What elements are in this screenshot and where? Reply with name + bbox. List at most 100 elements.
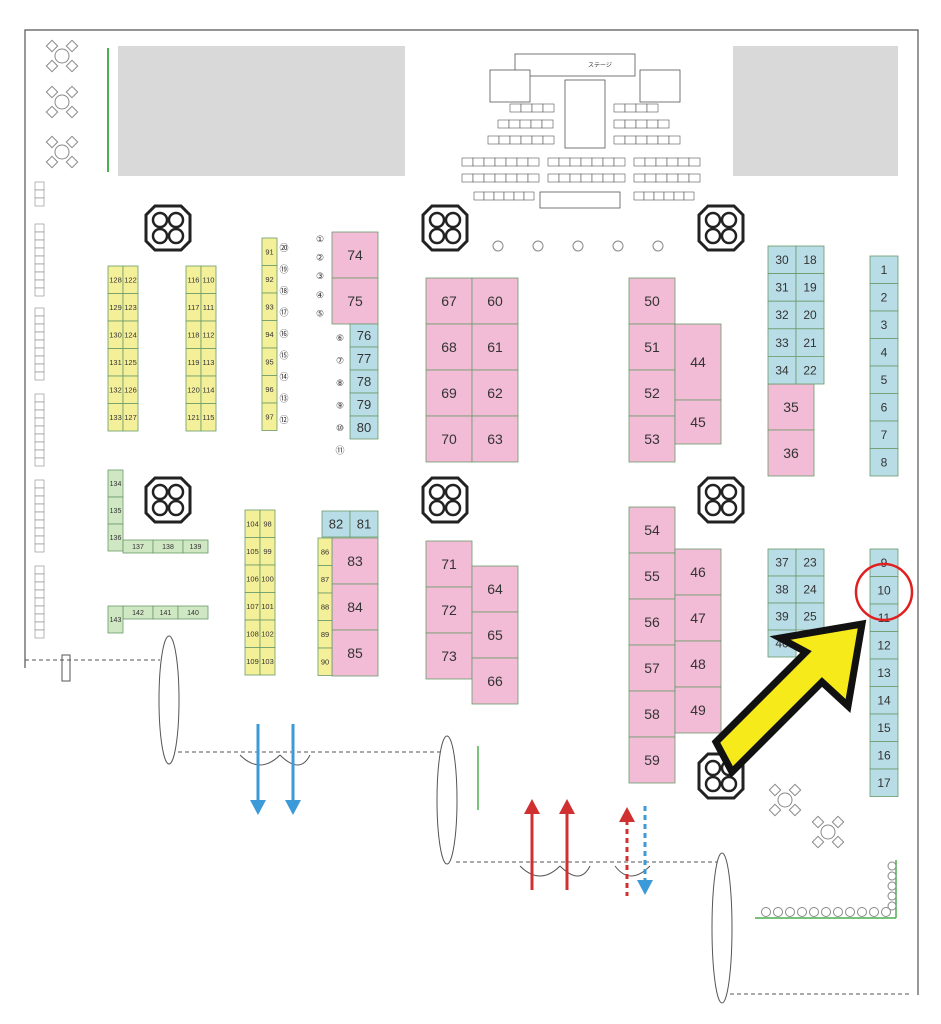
- booth-97[interactable]: 97: [261, 402, 278, 431]
- booth-139[interactable]: 139: [182, 539, 209, 554]
- booth-16[interactable]: 16: [869, 741, 899, 770]
- booth-59[interactable]: 59: [628, 736, 676, 784]
- booth-94[interactable]: 94: [261, 320, 278, 349]
- booth-82[interactable]: 82: [321, 510, 351, 538]
- booth-115[interactable]: 115: [200, 403, 217, 432]
- booth-129[interactable]: 129: [107, 293, 124, 322]
- booth-78[interactable]: 78: [349, 369, 379, 394]
- booth-132[interactable]: 132: [107, 375, 124, 404]
- booth-110[interactable]: 110: [200, 265, 217, 294]
- booth-77[interactable]: 77: [349, 346, 379, 371]
- booth-5[interactable]: 5: [869, 365, 899, 394]
- booth-106[interactable]: 106: [244, 564, 261, 593]
- booth-24[interactable]: 24: [795, 575, 825, 604]
- booth-102[interactable]: 102: [259, 619, 276, 648]
- booth-62[interactable]: 62: [471, 369, 519, 417]
- booth-74[interactable]: 74: [331, 231, 379, 279]
- booth-35[interactable]: 35: [767, 383, 815, 431]
- booth-113[interactable]: 113: [200, 348, 217, 377]
- booth-33[interactable]: 33: [767, 328, 797, 357]
- booth-76[interactable]: 76: [349, 323, 379, 348]
- booth-124[interactable]: 124: [122, 320, 139, 349]
- booth-38[interactable]: 38: [767, 575, 797, 604]
- booth-58[interactable]: 58: [628, 690, 676, 738]
- booth-108[interactable]: 108: [244, 619, 261, 648]
- booth-104[interactable]: 104: [244, 509, 261, 538]
- booth-8[interactable]: 8: [869, 448, 899, 477]
- booth-114[interactable]: 114: [200, 375, 217, 404]
- booth-118[interactable]: 118: [185, 320, 202, 349]
- booth-125[interactable]: 125: [122, 348, 139, 377]
- booth-140[interactable]: 140: [177, 605, 209, 620]
- booth-121[interactable]: 121: [185, 403, 202, 432]
- booth-44[interactable]: 44: [674, 323, 722, 401]
- booth-31[interactable]: 31: [767, 273, 797, 302]
- booth-84[interactable]: 84: [331, 583, 379, 631]
- booth-117[interactable]: 117: [185, 293, 202, 322]
- booth-122[interactable]: 122: [122, 265, 139, 294]
- booth-64[interactable]: 64: [471, 565, 519, 613]
- booth-92[interactable]: 92: [261, 265, 278, 294]
- booth-47[interactable]: 47: [674, 594, 722, 642]
- booth-57[interactable]: 57: [628, 644, 676, 692]
- booth-23[interactable]: 23: [795, 548, 825, 577]
- booth-134[interactable]: 134: [107, 469, 124, 498]
- booth-66[interactable]: 66: [471, 657, 519, 705]
- booth-137[interactable]: 137: [122, 539, 154, 554]
- booth-48[interactable]: 48: [674, 640, 722, 688]
- booth-79[interactable]: 79: [349, 392, 379, 417]
- booth-80[interactable]: 80: [349, 415, 379, 440]
- booth-85[interactable]: 85: [331, 629, 379, 677]
- booth-131[interactable]: 131: [107, 348, 124, 377]
- booth-6[interactable]: 6: [869, 393, 899, 422]
- booth-32[interactable]: 32: [767, 300, 797, 330]
- booth-53[interactable]: 53: [628, 415, 676, 463]
- booth-21[interactable]: 21: [795, 328, 825, 357]
- booth-143[interactable]: 143: [107, 605, 124, 634]
- booth-19[interactable]: 19: [795, 273, 825, 302]
- booth-128[interactable]: 128: [107, 265, 124, 294]
- booth-90[interactable]: 90: [317, 647, 333, 676]
- booth-116[interactable]: 116: [185, 265, 202, 294]
- booth-25[interactable]: 25: [795, 602, 825, 631]
- booth-13[interactable]: 13: [869, 658, 899, 687]
- booth-14[interactable]: 14: [869, 686, 899, 715]
- booth-99[interactable]: 99: [259, 537, 276, 566]
- booth-52[interactable]: 52: [628, 369, 676, 417]
- booth-81[interactable]: 81: [349, 510, 379, 538]
- booth-1[interactable]: 1: [869, 255, 899, 284]
- booth-3[interactable]: 3: [869, 310, 899, 339]
- booth-123[interactable]: 123: [122, 293, 139, 322]
- booth-89[interactable]: 89: [317, 620, 333, 649]
- booth-54[interactable]: 54: [628, 506, 676, 554]
- booth-71[interactable]: 71: [425, 540, 473, 588]
- booth-87[interactable]: 87: [317, 565, 333, 594]
- booth-127[interactable]: 127: [122, 403, 139, 432]
- booth-133[interactable]: 133: [107, 403, 124, 432]
- booth-69[interactable]: 69: [425, 369, 473, 417]
- booth-86[interactable]: 86: [317, 537, 333, 566]
- booth-120[interactable]: 120: [185, 375, 202, 404]
- booth-119[interactable]: 119: [185, 348, 202, 377]
- booth-68[interactable]: 68: [425, 323, 473, 371]
- booth-17[interactable]: 17: [869, 768, 899, 797]
- booth-51[interactable]: 51: [628, 323, 676, 371]
- booth-61[interactable]: 61: [471, 323, 519, 371]
- booth-65[interactable]: 65: [471, 611, 519, 659]
- booth-30[interactable]: 30: [767, 245, 797, 275]
- booth-10[interactable]: 10: [869, 576, 899, 605]
- booth-130[interactable]: 130: [107, 320, 124, 349]
- booth-15[interactable]: 15: [869, 713, 899, 742]
- booth-37[interactable]: 37: [767, 548, 797, 577]
- booth-136[interactable]: 136: [107, 523, 124, 552]
- booth-111[interactable]: 111: [200, 293, 217, 322]
- booth-73[interactable]: 73: [425, 632, 473, 680]
- booth-34[interactable]: 34: [767, 355, 797, 385]
- booth-105[interactable]: 105: [244, 537, 261, 566]
- booth-12[interactable]: 12: [869, 631, 899, 660]
- booth-101[interactable]: 101: [259, 592, 276, 621]
- booth-49[interactable]: 49: [674, 686, 722, 734]
- booth-56[interactable]: 56: [628, 598, 676, 646]
- booth-138[interactable]: 138: [152, 539, 184, 554]
- booth-45[interactable]: 45: [674, 399, 722, 445]
